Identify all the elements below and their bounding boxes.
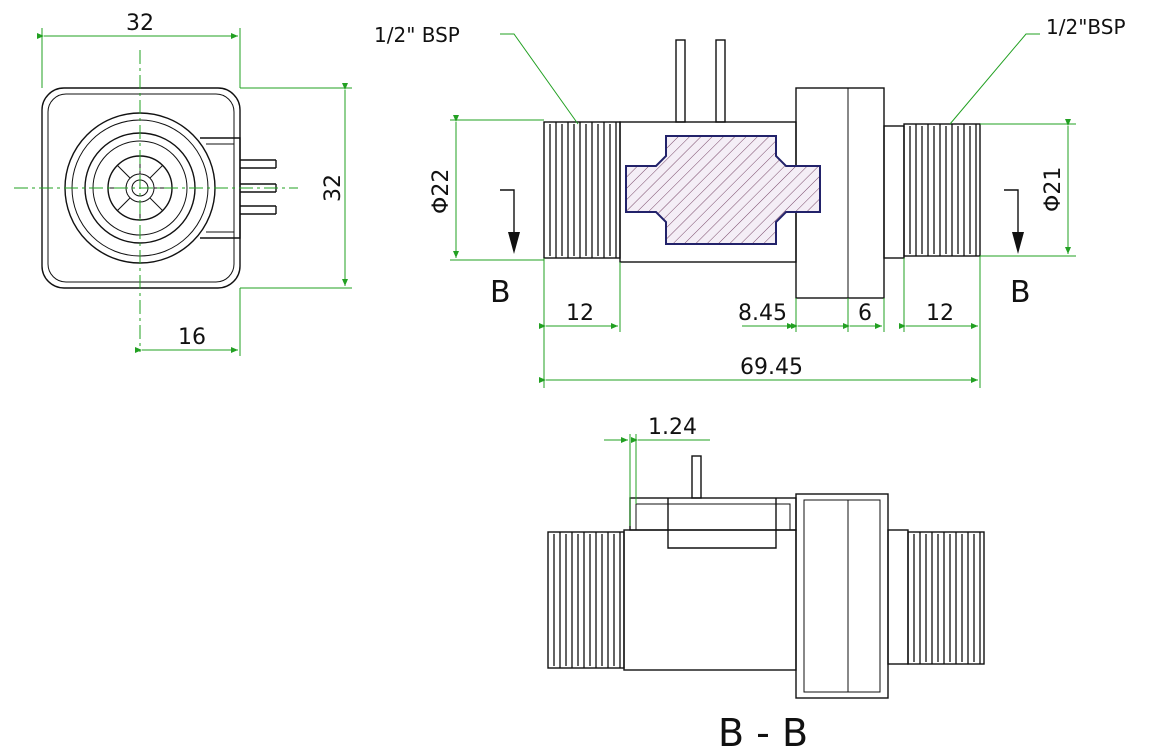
right-diameter-label: Φ21 <box>1041 167 1066 212</box>
body-length-a: 8.45 <box>738 301 787 326</box>
wall-thickness-label: 1.24 <box>648 415 697 440</box>
section-right-thread <box>913 532 981 664</box>
left-thread <box>549 122 617 258</box>
section-mark-right: B <box>1010 275 1031 310</box>
front-width-label: 32 <box>126 11 154 36</box>
total-length: 69.45 <box>740 355 803 380</box>
left-diameter-label: Φ22 <box>429 169 454 214</box>
section-mark-left: B <box>490 275 511 310</box>
side-view: 1/2" BSP 1/2"BSP Φ22 Φ21 B B 12 8.45 6 <box>374 15 1126 388</box>
sectioned-core <box>625 135 821 245</box>
section-left-thread <box>553 532 621 668</box>
left-thread-label: 1/2" BSP <box>374 23 460 47</box>
right-thread-length: 12 <box>926 301 954 326</box>
front-offset-label: 16 <box>178 325 206 350</box>
left-thread-length: 12 <box>566 301 594 326</box>
section-view: 1.24 B - B <box>547 415 985 755</box>
right-thread <box>909 124 977 256</box>
right-thread-label: 1/2"BSP <box>1046 15 1126 39</box>
front-view: 32 32 16 <box>14 11 352 356</box>
front-height-label: 32 <box>321 174 346 202</box>
body-length-b: 6 <box>858 301 872 326</box>
section-title: B - B <box>718 711 808 755</box>
